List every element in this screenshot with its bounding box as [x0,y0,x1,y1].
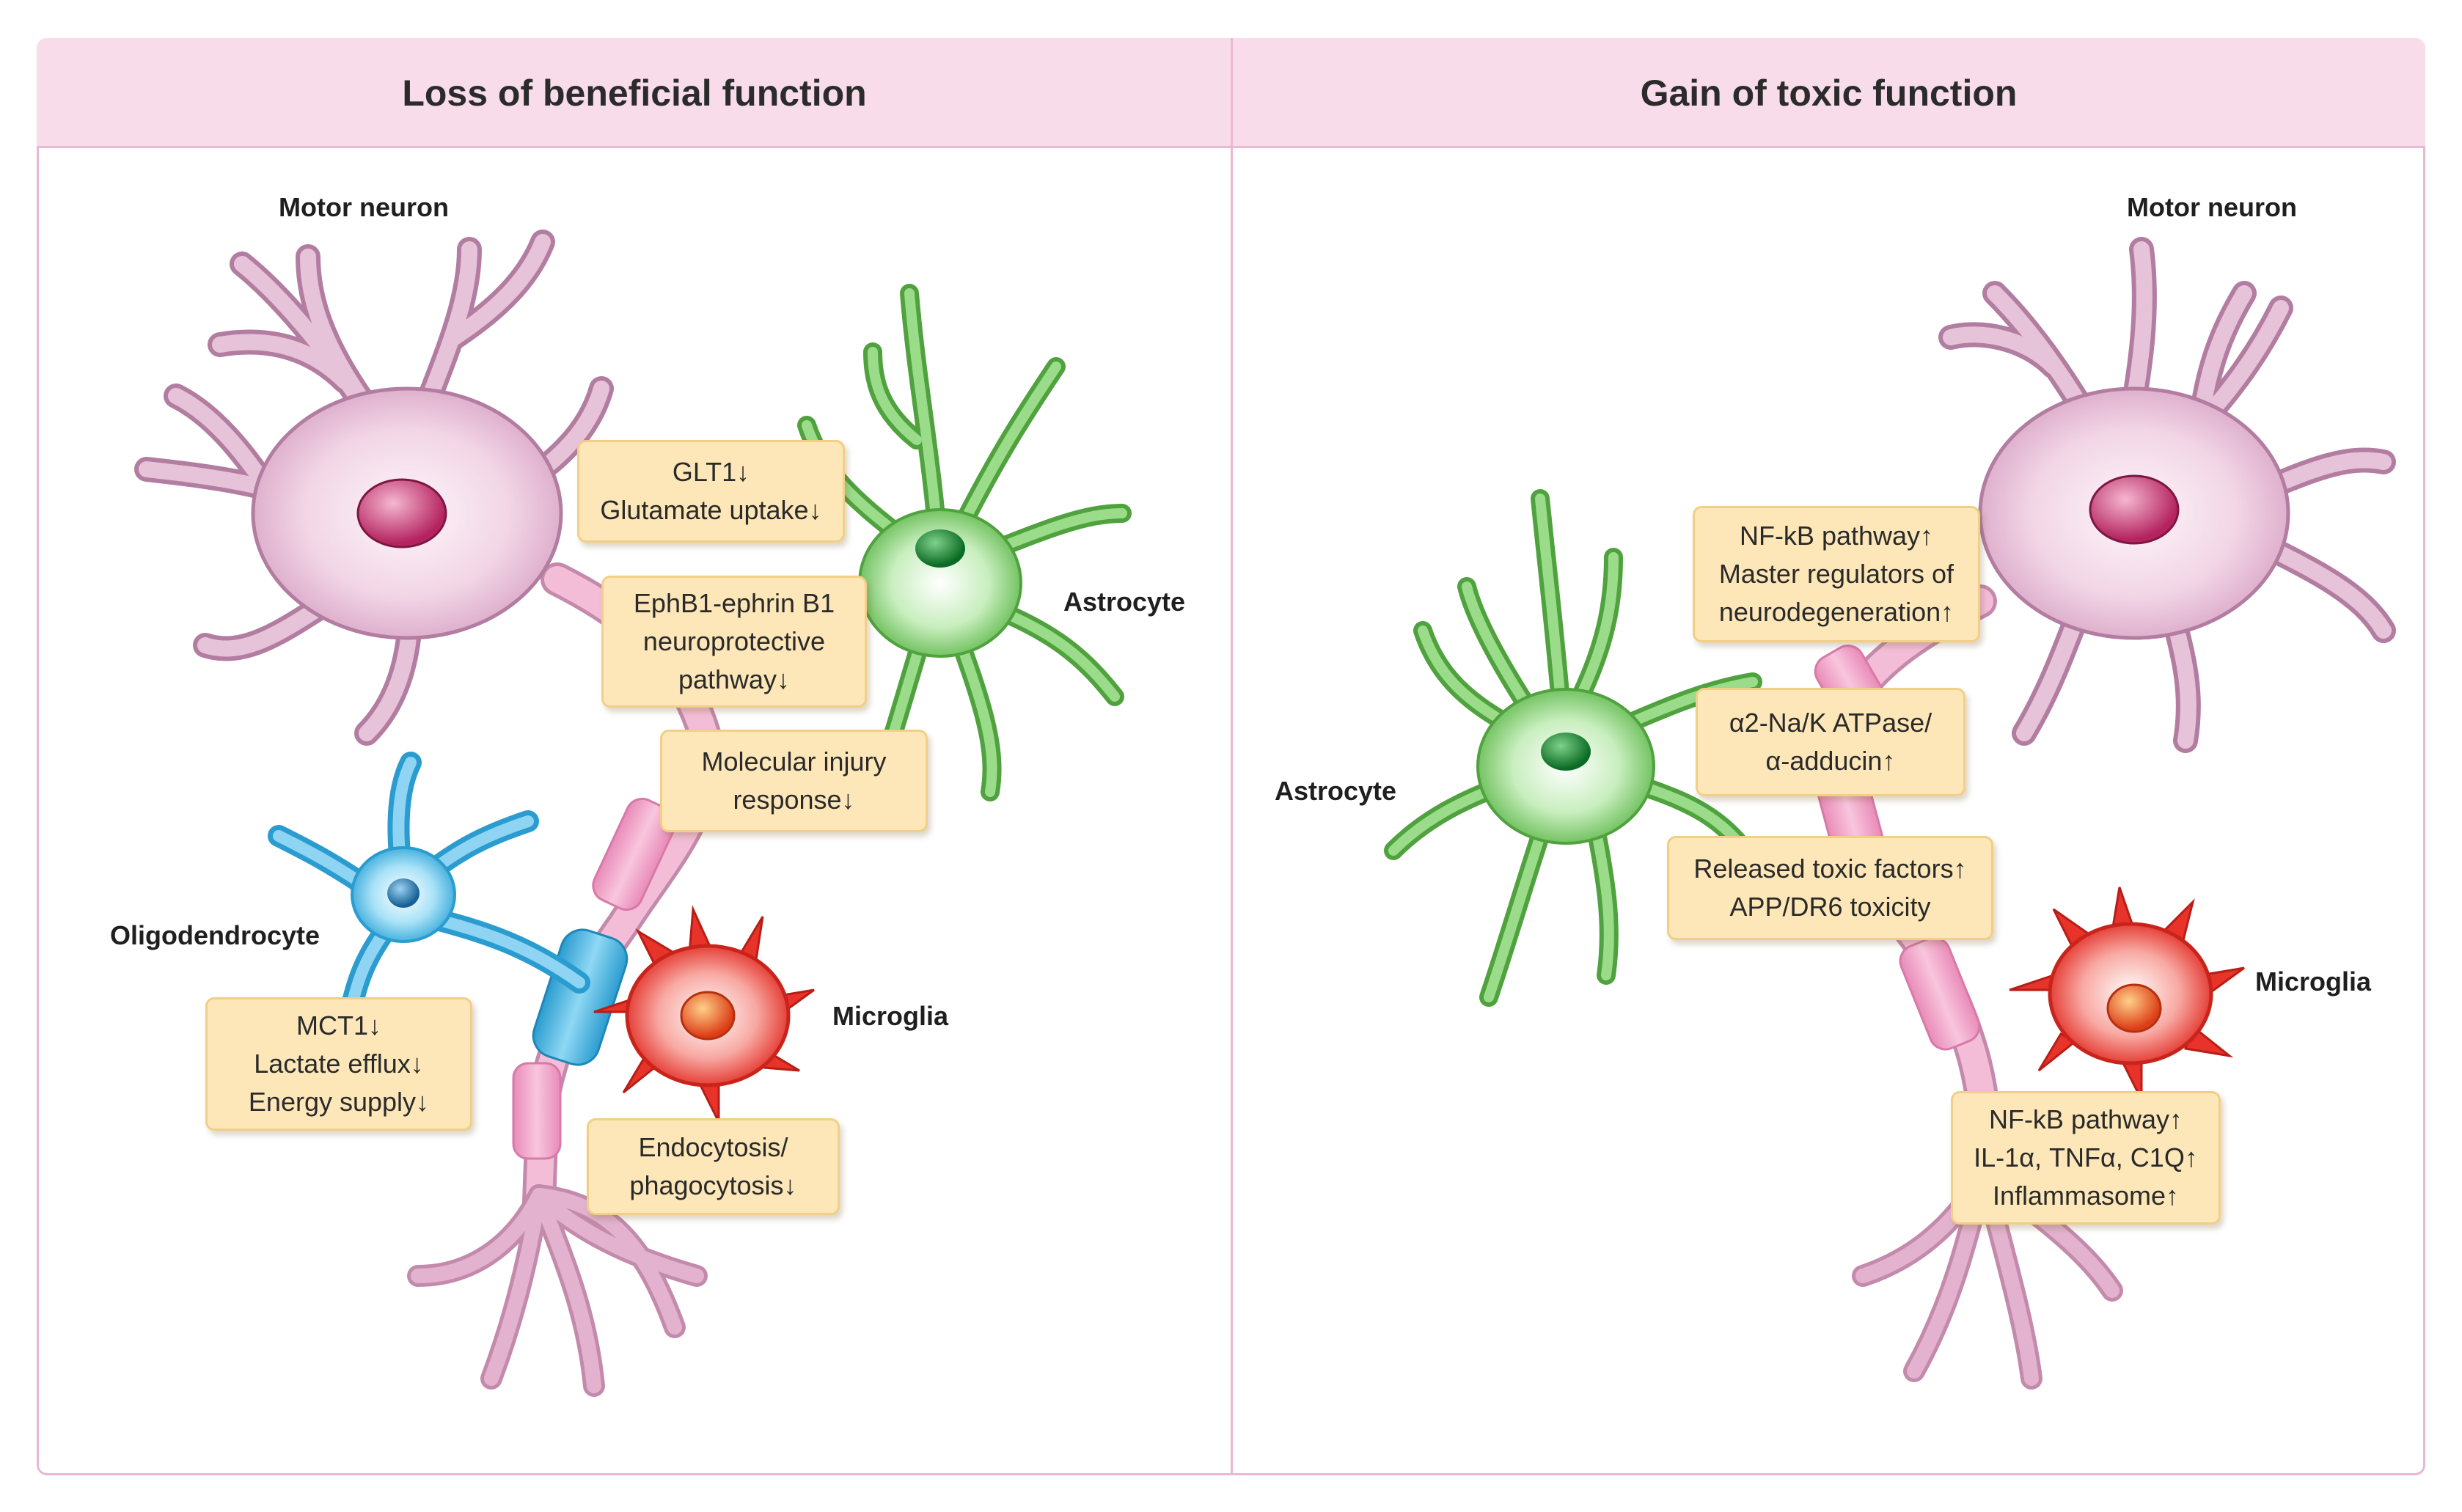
ephb1-line-3: pathway↓ [678,664,791,694]
ephb1-line-2: neuroprotective [642,626,826,656]
nfkb-master-line-2: Master regulators of [1718,559,1954,589]
mct1-line-2: Lactate efflux↓ [254,1049,424,1079]
molecular-line-2: response↓ [733,785,855,815]
left-astrocyte [753,284,1132,809]
left-motor-neuron-label: Motor neuron [279,192,449,222]
endocytosis-line-1: Endocytosis/ [638,1132,788,1162]
right-microglia [2009,887,2245,1101]
right-panel-title: Gain of toxic function [1640,73,2018,114]
right-microglia-line-3: Inflammasome↑ [1992,1181,2180,1211]
glt1-line-2: Glutamate uptake↓ [600,495,822,525]
left-panel-title: Loss of beneficial function [402,73,867,114]
oligodendrocyte-label: Oligodendrocyte [110,920,320,950]
right-microglia-label: Microglia [2255,966,2372,997]
released-toxic-box: Released toxic factors↑ APP/DR6 toxicity [1667,836,1993,940]
mct1-line-1: MCT1↓ [296,1010,381,1041]
released-line-1: Released toxic factors↑ [1693,854,1967,884]
alpha2-box: α2-Na/K ATPase/ α-adducin↑ [1696,688,1965,796]
nfkb-master-line-1: NF-kB pathway↑ [1739,521,1934,551]
glt1-line-1: GLT1↓ [672,457,750,487]
left-motor-neuron [134,230,614,746]
glt1-box: GLT1↓ Glutamate uptake↓ [577,440,845,543]
nfkb-master-box: NF-kB pathway↑ Master regulators of neur… [1693,506,1980,642]
left-panel-header: Loss of beneficial function [37,38,1232,148]
ephb1-line-1: EphB1-ephrin B1 [633,588,835,618]
mct1-line-3: Energy supply↓ [248,1087,430,1117]
right-microglia-box: NF-kB pathway↑ IL-1α, TNFα, C1Q↑ Inflamm… [1951,1091,2221,1225]
right-astrocyte [1384,489,1762,1007]
left-astrocyte-label: Astrocyte [1063,587,1186,617]
molecular-line-1: Molecular injury [701,746,887,777]
left-microglia [593,905,815,1123]
right-motor-neuron [1938,237,2396,753]
molecular-injury-box: Molecular injury response↓ [660,730,928,832]
right-astrocyte-label: Astrocyte [1275,776,1397,806]
alpha2-line-1: α2-Na/K ATPase/ [1729,708,1932,738]
left-microglia-label: Microglia [832,1001,949,1031]
endocytosis-line-2: phagocytosis↓ [629,1170,797,1200]
right-microglia-line-1: NF-kB pathway↑ [1988,1104,2183,1134]
panel-divider [1231,38,1233,1475]
alpha2-line-2: α-adducin↑ [1765,746,1896,776]
right-panel-header: Gain of toxic function [1232,38,2425,148]
endocytosis-box: Endocytosis/ phagocytosis↓ [587,1118,840,1215]
right-microglia-line-2: IL-1α, TNFα, C1Q↑ [1974,1142,2198,1172]
oligodendrocyte [268,752,590,1016]
ephb1-box: EphB1-ephrin B1 neuroprotective pathway↓ [601,576,867,708]
left-axon-terminal-fill [411,1188,704,1393]
released-line-2: APP/DR6 toxicity [1729,892,1931,922]
right-motor-neuron-label: Motor neuron [2127,192,2297,222]
mct1-box: MCT1↓ Lactate efflux↓ Energy supply↓ [205,997,472,1131]
nfkb-master-line-3: neurodegeneration↑ [1718,597,1954,627]
